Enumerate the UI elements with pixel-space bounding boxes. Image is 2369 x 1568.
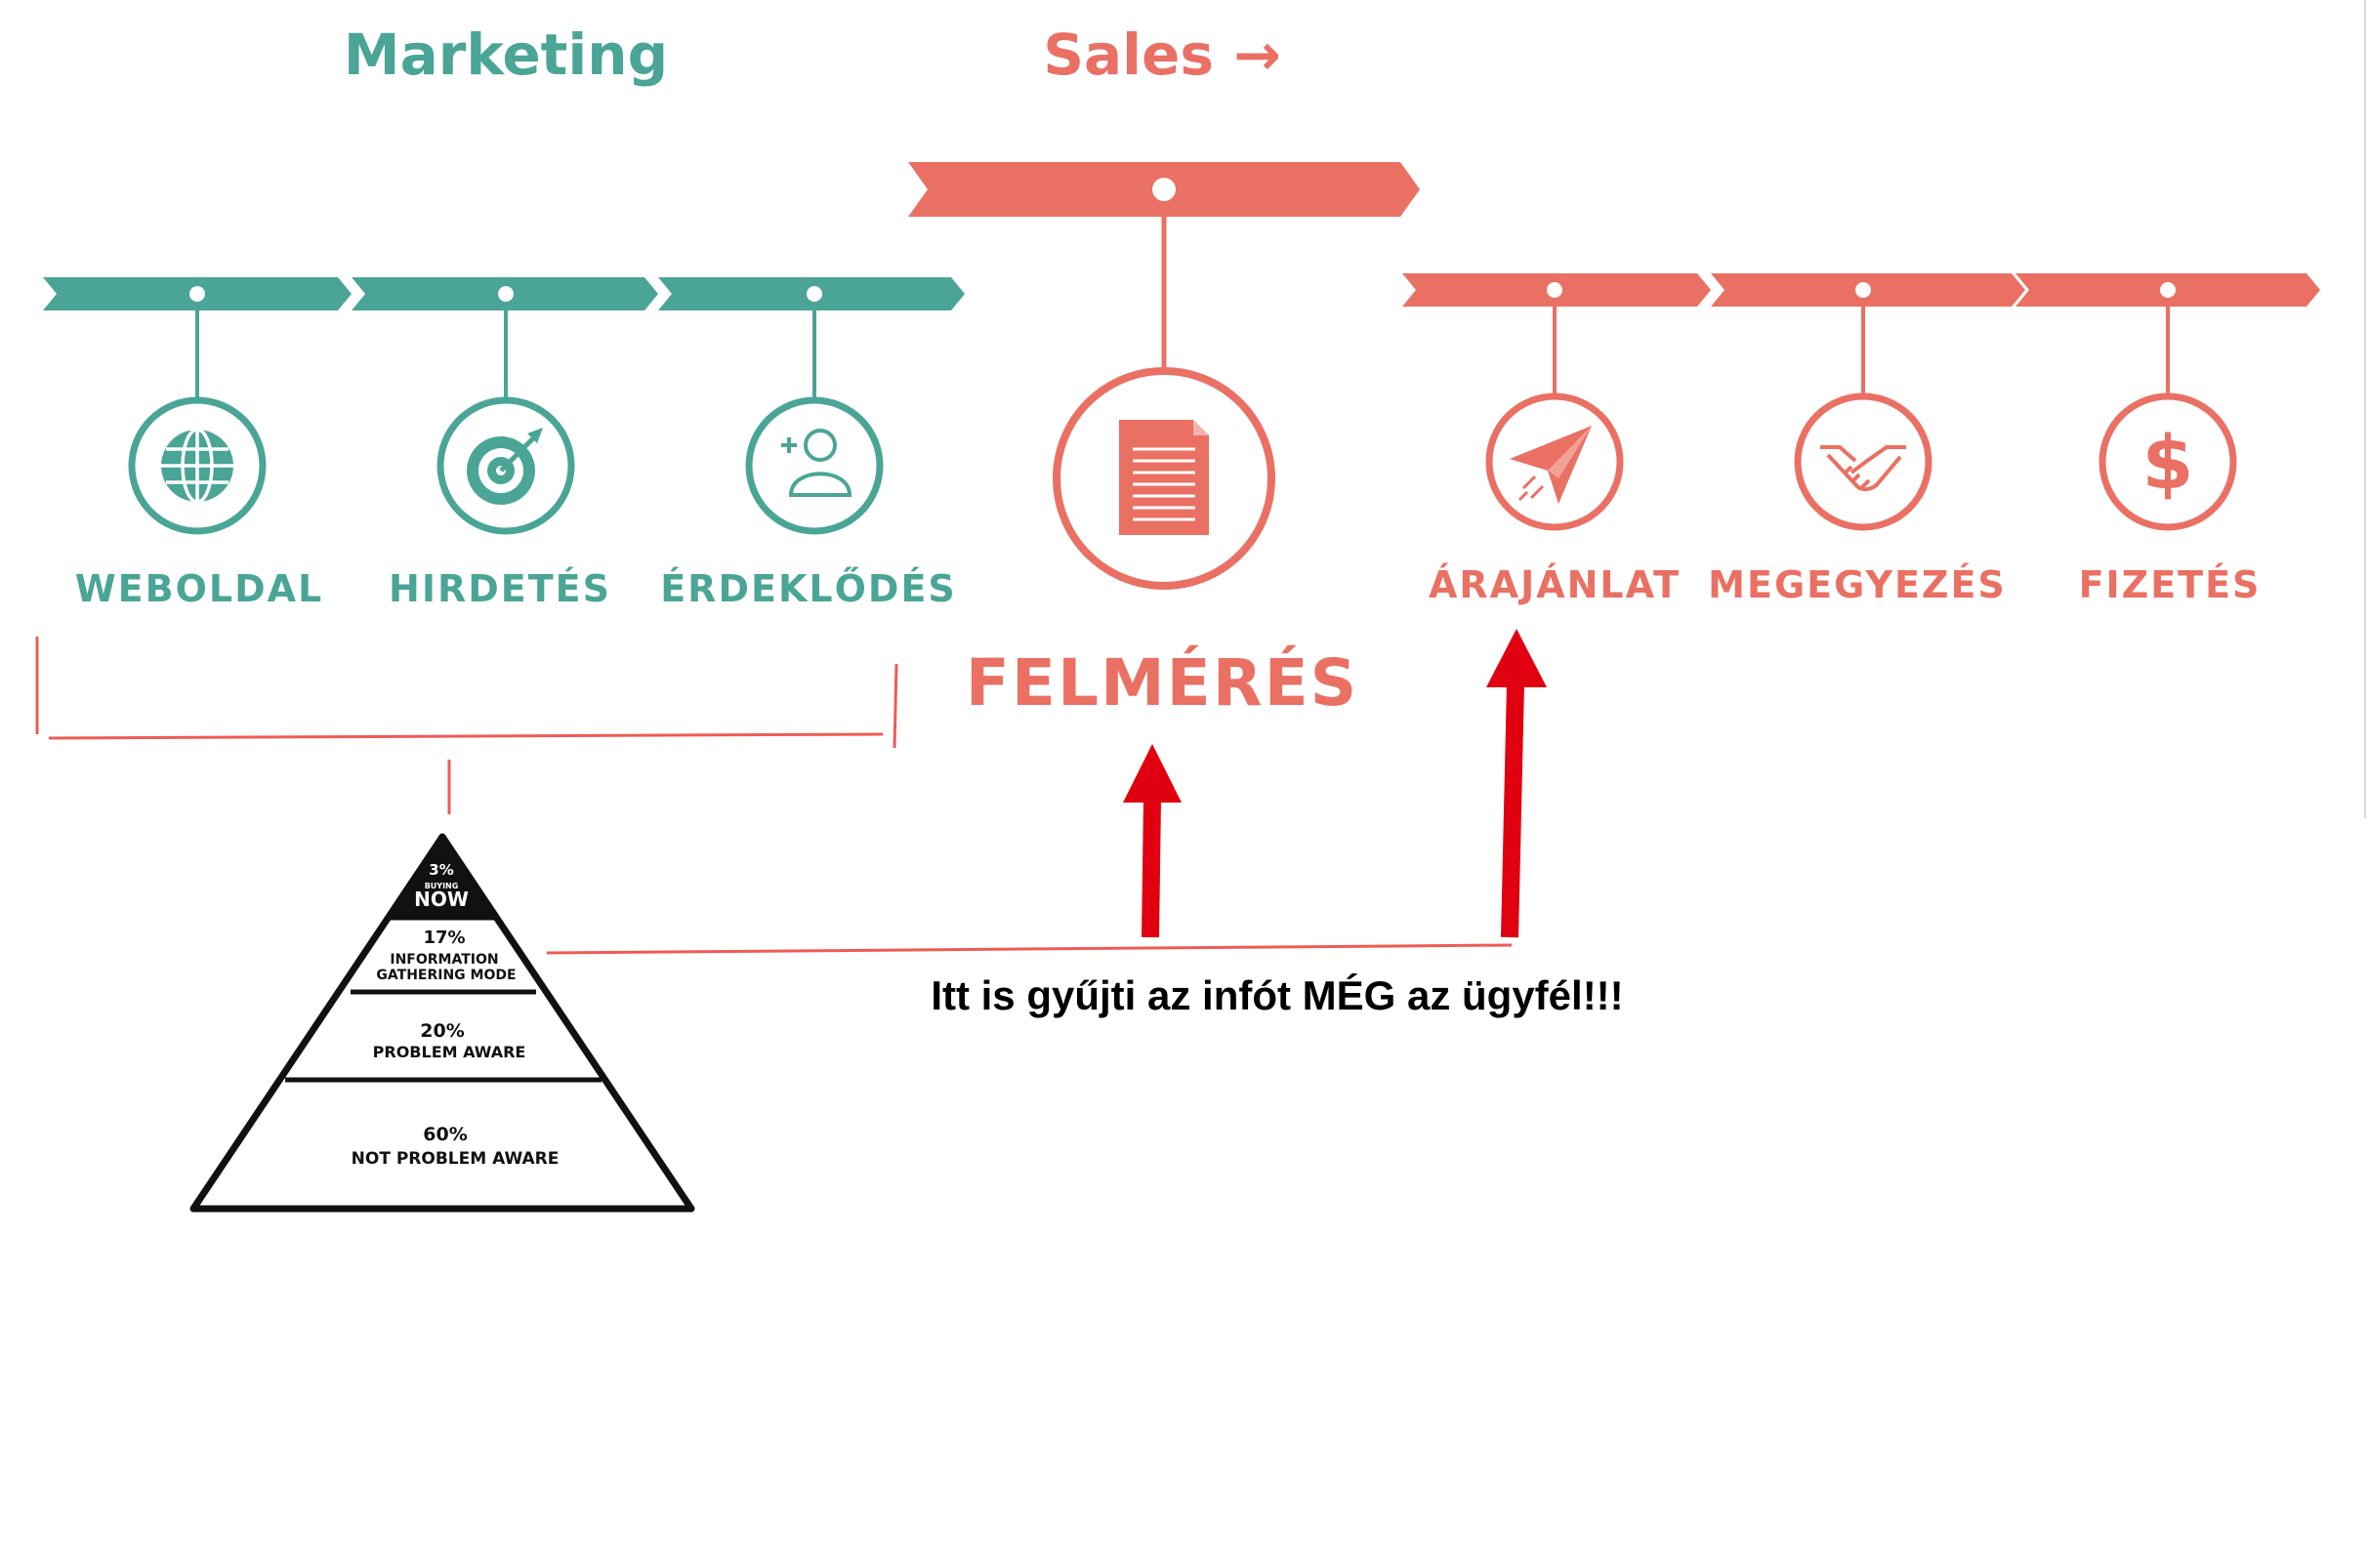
ribbon-dot [1855,282,1871,298]
arrow-to-felmeres [1123,744,1182,938]
erdeklodes-circle [745,396,884,535]
weboldal-circle [128,396,267,535]
hirdetes-circle [436,396,575,535]
ribbon-dot [189,286,205,302]
pyramid-label: NOW [414,887,469,911]
marketing-header: Marketing [344,21,668,88]
marketing-ribbon [43,277,965,310]
step-label-arajanlat: ÁRAJÁNLAT [1429,563,1681,606]
felmeres-circle [1053,367,1275,590]
document-icon [1119,420,1209,535]
pyramid-label: INFORMATION [390,952,498,968]
ribbon-dot [2160,282,2176,298]
marketing-bracket [35,637,898,814]
pyramid-label: NOT PROBLEM AWARE [352,1149,560,1169]
ribbon-dot [1547,282,1562,298]
step-label-weboldal: WEBOLDAL [75,567,324,610]
paper-plane-icon [1510,426,1592,504]
pyramid-percent: 20% [420,1020,464,1042]
ribbon-dot [807,286,822,302]
step-label-hirdetes: HIRDETÉS [389,567,611,610]
step-label-megegyezes: MEGEGYEZÉS [1708,563,2007,606]
annotation-text: Itt is gyűjti az infót MÉG az ügyfél!!! [931,972,1623,1018]
sales-header: Sales → [1043,21,1280,88]
target-icon [467,428,543,505]
pyramid-connector-line [546,943,1513,955]
fizetes-circle [2099,392,2237,531]
arajanlat-circle [1485,392,1624,531]
arrow-to-arajanlat [1486,629,1547,938]
pyramid-percent: 17% [423,928,465,948]
pyramid-label: PROBLEM AWARE [373,1043,526,1061]
add-user-icon [781,429,852,497]
pyramid-label-small: BUYING [425,882,459,890]
handshake-icon [1820,445,1906,491]
step-label-felmeres: FELMÉRÉS [966,644,1358,721]
ribbon-dot [498,286,514,302]
step-label-fizetes: FIZETÉS [2079,563,2262,606]
buyer-pyramid: 3% BUYING NOW 17% INFORMATION GATHERING … [189,833,695,1213]
step-label-erdeklodes: ÉRDEKLŐDÉS [660,567,957,610]
globe-icon [161,428,233,504]
pyramid-label-line2: GATHERING MODE [376,968,516,983]
pyramid-percent: 60% [423,1124,467,1145]
ribbon-dot [1152,178,1176,201]
megegyezes-circle [1794,392,1933,531]
pyramid-level-buying-now [387,837,498,918]
pyramid-percent: 3% [429,861,453,879]
dollar-icon: $ [2142,419,2194,506]
